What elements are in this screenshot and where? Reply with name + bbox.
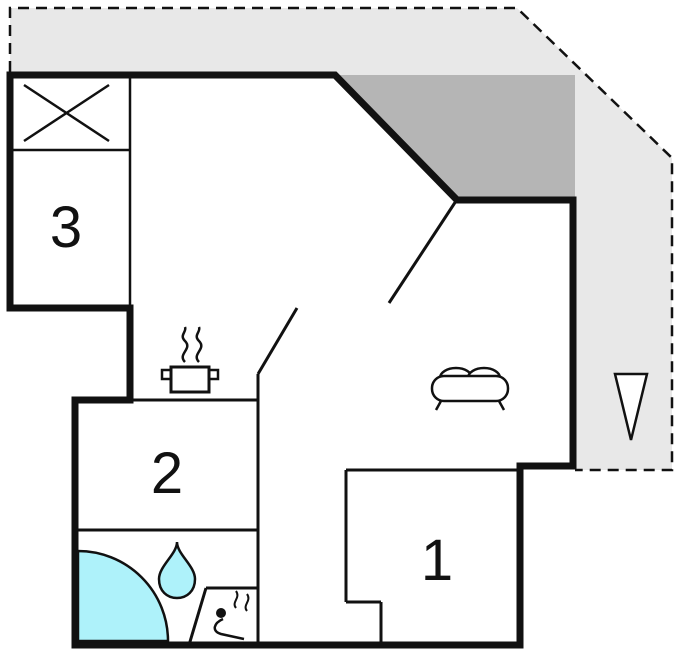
direction-arrow-icon (613, 372, 649, 441)
sauna-heat-wave-1 (233, 590, 239, 609)
room-1-label: 1 (421, 528, 453, 593)
sauna-heat-wave-2 (244, 593, 250, 612)
entry-diagonal-wall (387, 200, 458, 304)
room-1-partition (344, 468, 520, 645)
sauna-person-body (213, 617, 245, 641)
water-drop-icon (157, 541, 197, 600)
sofa-body (430, 374, 510, 403)
shower-icon (76, 549, 170, 643)
sauna-icon (213, 590, 250, 641)
stove-steam-2 (195, 326, 203, 363)
terrace-area (10, 8, 672, 470)
stove-icon (160, 326, 220, 394)
sauna-wall-diagonal (187, 587, 208, 646)
sauna-cabin (187, 586, 258, 646)
sofa-leg-left (434, 400, 443, 411)
covered-terrace-area (335, 75, 575, 200)
hall-diagonal-wall (256, 307, 299, 375)
room-2-label: 2 (151, 441, 183, 506)
sofa-icon (430, 366, 510, 411)
sauna-person-head (216, 608, 226, 618)
stove-pot (169, 365, 211, 394)
window-x-stroke-2 (23, 83, 110, 143)
window-x-icon (23, 83, 110, 143)
room-3-label: 3 (50, 195, 82, 260)
sofa-leg-right (497, 400, 506, 411)
stove-steam-1 (181, 326, 189, 363)
